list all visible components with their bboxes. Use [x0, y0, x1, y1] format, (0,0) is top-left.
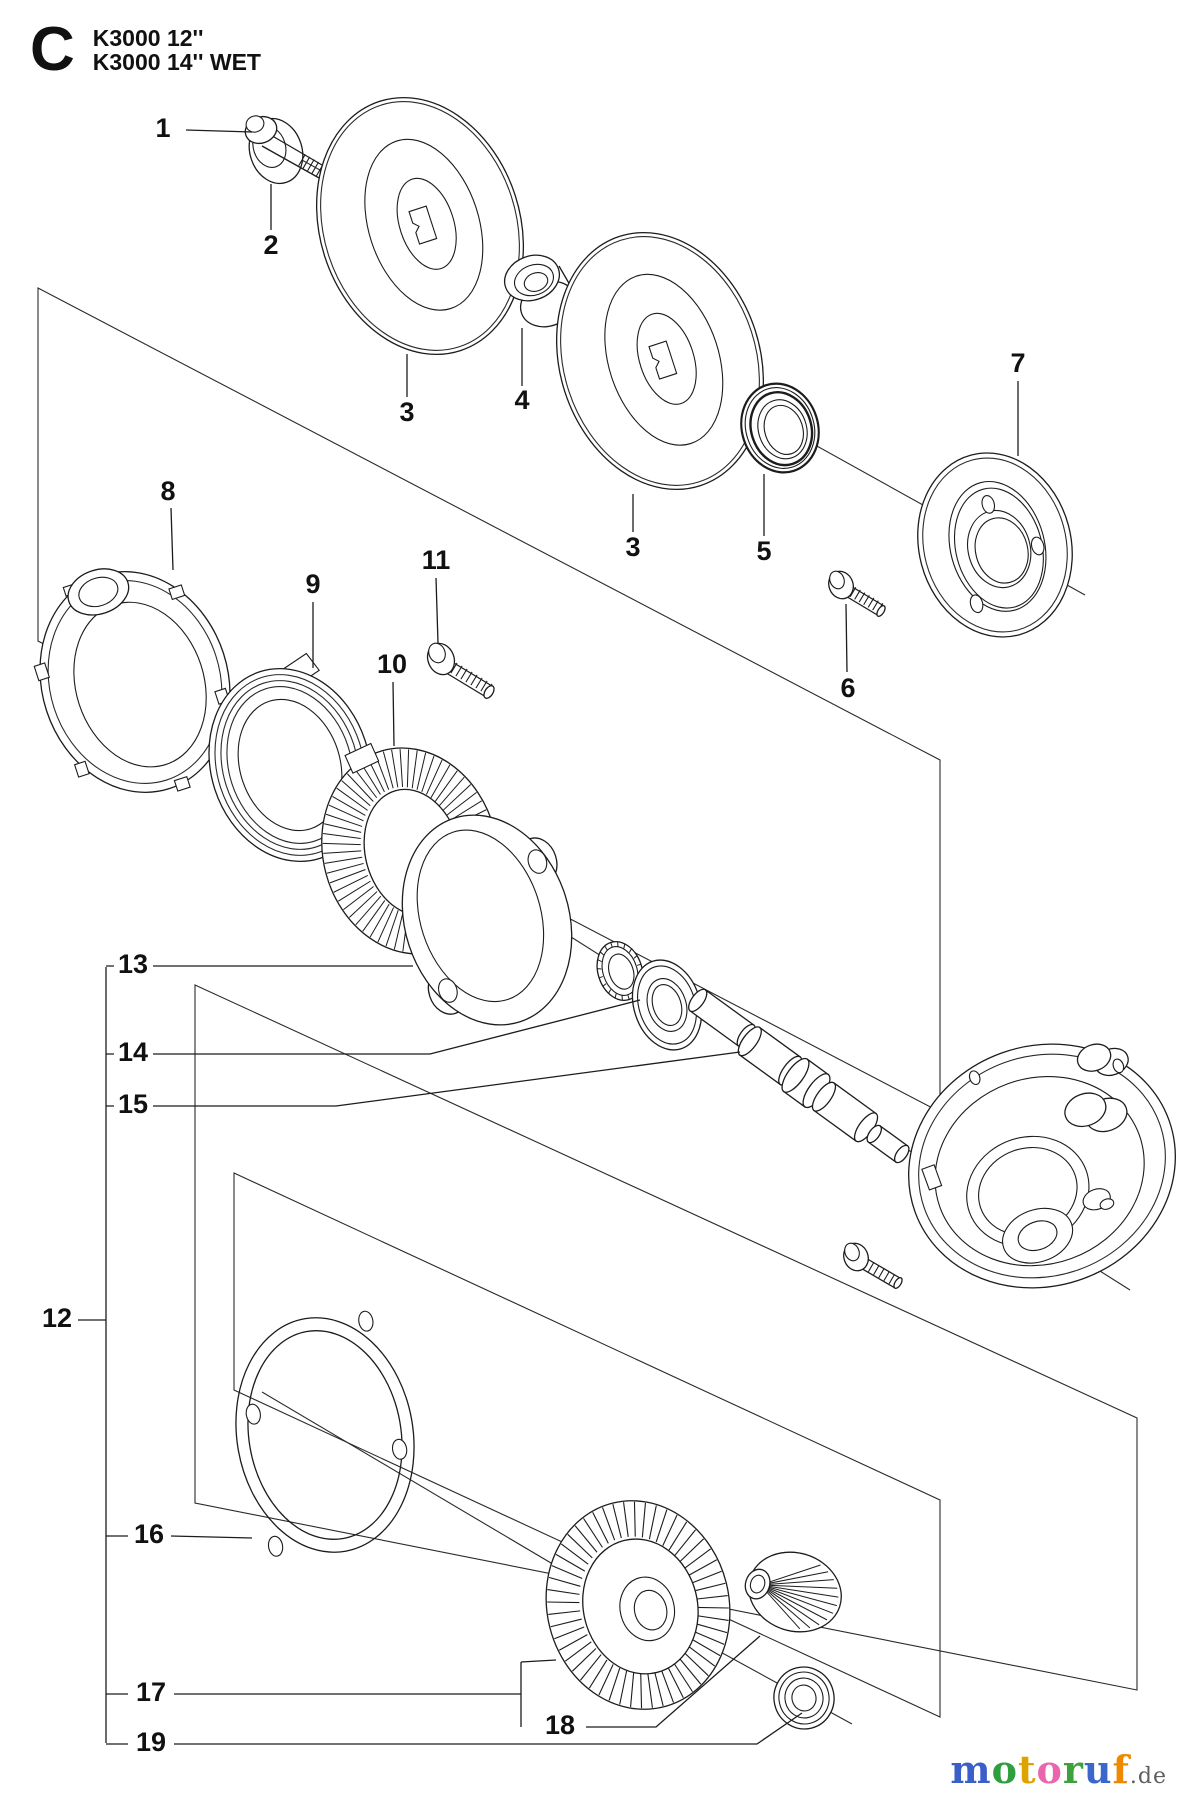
part-clamp-ring-8 [33, 568, 231, 793]
model-line-1: K3000 12'' [92, 25, 204, 51]
part-label-19: 19 [136, 1727, 166, 1757]
part-label-4: 4 [514, 385, 529, 415]
watermark-letter: r [1062, 1747, 1084, 1792]
watermark-motoruf: motoruf.de [950, 1747, 1167, 1792]
part-label-3-right: 3 [625, 532, 640, 562]
part-bearing-19 [773, 1666, 835, 1730]
pinion18-teeth [760, 1564, 839, 1630]
watermark-letter: m [950, 1747, 992, 1792]
part-disc-3-left [315, 96, 525, 356]
part-label-18: 18 [545, 1710, 575, 1740]
model-names: K3000 12'' K3000 14'' WET [93, 22, 261, 74]
gear17-teeth [547, 1501, 729, 1709]
part-label-12: 12 [42, 1303, 72, 1333]
part-screw-11 [426, 642, 495, 699]
title-block: C K3000 12'' K3000 14'' WET [30, 15, 261, 84]
model-line-2: K3000 14'' WET [92, 49, 261, 76]
callout-leader-lines [78, 129, 1019, 1745]
part-label-1: 1 [155, 113, 170, 143]
watermark-brand: motoruf [950, 1747, 1130, 1792]
part-bearing-14 [631, 959, 703, 1051]
part-label-14: 14 [118, 1037, 148, 1067]
part-screw-6 [828, 570, 886, 617]
part-label-2: 2 [263, 230, 278, 260]
part-flange-7 [917, 452, 1073, 638]
part-label-7: 7 [1010, 348, 1025, 378]
part-label-13: 13 [118, 949, 148, 979]
part-screw-housing [843, 1242, 903, 1289]
part-shaft-15 [688, 988, 910, 1164]
part-ribbed-seal-13 [596, 941, 644, 1001]
part-cover-plate-13 [401, 814, 573, 1026]
part-label-6: 6 [840, 673, 855, 703]
watermark-letter: u [1083, 1747, 1113, 1792]
part-label-16: 16 [134, 1519, 164, 1549]
part-label-5: 5 [756, 536, 771, 566]
assembly-boundary-lower-inner [233, 1172, 941, 1718]
part-label-11: 11 [422, 545, 451, 575]
part-label-17: 17 [136, 1677, 166, 1707]
part-disc-3-right [555, 231, 765, 491]
part-gear-housing [908, 1043, 1176, 1289]
screw6-thread-hatch [849, 586, 884, 614]
part-seal-5 [740, 382, 820, 474]
watermark-suffix: .de [1129, 1764, 1167, 1789]
watermark-letter: o [991, 1747, 1018, 1792]
part-label-15: 15 [118, 1089, 148, 1119]
watermark-letter: o [1036, 1747, 1063, 1792]
assembly-boundary-lower-outer [194, 984, 1138, 1691]
watermark-letter: t [1017, 1747, 1037, 1792]
callout-labels: 1 2 3 4 3 5 6 7 8 9 10 11 12 13 14 15 16… [42, 113, 1026, 1757]
part-label-8: 8 [160, 476, 175, 506]
part-gasket-16 [235, 1310, 415, 1557]
part-pinion-18 [744, 1551, 842, 1633]
watermark-letter: f [1112, 1747, 1130, 1792]
part-label-3-left: 3 [399, 397, 414, 427]
section-letter: C [30, 15, 75, 84]
part-label-10: 10 [377, 649, 407, 679]
part-bolt-1 [244, 115, 337, 184]
part-bevel-gear-17 [545, 1500, 731, 1710]
part-label-9: 9 [305, 569, 320, 599]
